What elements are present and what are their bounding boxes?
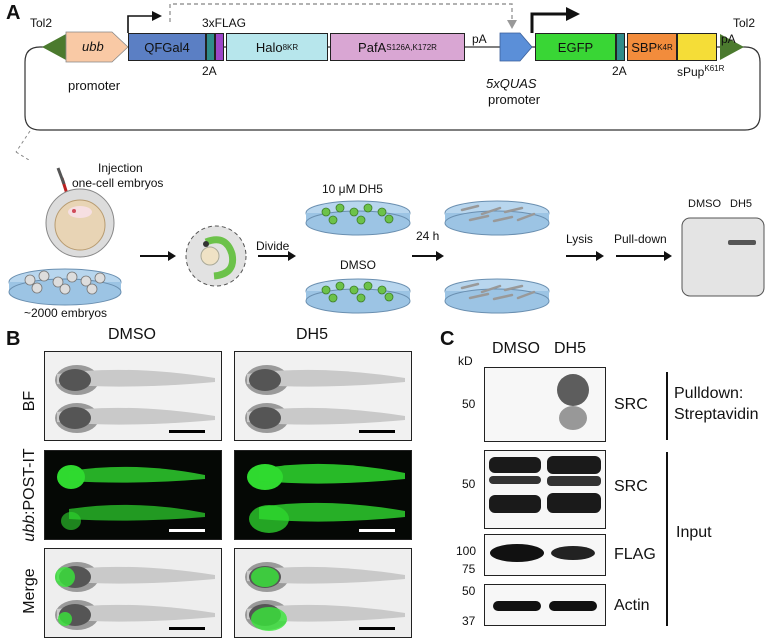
mw-100: 100: [456, 544, 476, 558]
pulldown-src-blot: [484, 367, 606, 442]
pa-label-2: pA: [721, 32, 736, 46]
divide-label: Divide: [256, 239, 289, 253]
embryos-count-label: ~2000 embryos: [24, 306, 107, 320]
mw-50-input: 50: [462, 477, 475, 491]
one-cell-label: one-cell embryos: [72, 176, 163, 190]
panel-c-col-dh5: DH5: [554, 340, 586, 358]
ubb-promoter-label: promoter: [68, 78, 120, 93]
mw-50-actin: 50: [462, 584, 475, 598]
panel-b-col-dmso: DMSO: [108, 326, 156, 344]
gel-dh5-label: DH5: [730, 198, 752, 210]
panel-c-label: C: [440, 328, 454, 351]
src-pulldown-label: SRC: [614, 396, 648, 414]
2a-segment-1: [206, 33, 215, 61]
egfp-label: EGFP: [558, 40, 593, 55]
input-bracket: [666, 452, 668, 626]
row-post-it-rest: :POST-IT: [21, 448, 38, 515]
mw-75: 75: [462, 562, 475, 576]
row-bf-label: BF: [21, 386, 39, 416]
dmso-treatment-label: DMSO: [340, 258, 376, 272]
streptavidin-label: Streptavidin: [674, 406, 759, 424]
halo-superscript: 8KR: [283, 43, 299, 52]
gel-band: [728, 240, 756, 245]
pulldown-step-label: Pull-down: [614, 232, 667, 246]
input-flag-blot: [484, 534, 606, 576]
pulldown-bracket: [666, 372, 668, 440]
gel-icon: [682, 218, 764, 296]
mw-50-pulldown: 50: [462, 397, 475, 411]
merge-dh5-image: [234, 548, 412, 638]
input-group-label: Input: [676, 524, 712, 542]
2a-segment-2: [616, 33, 625, 61]
tol2-left-icon: [42, 34, 66, 60]
panel-b-col-dh5: DH5: [296, 326, 328, 344]
quas-label: 5xQUAS: [486, 76, 537, 91]
tol2-left-label: Tol2: [30, 16, 52, 30]
actin-blot-label: Actin: [614, 597, 650, 615]
merge-dmso-image: [44, 548, 222, 638]
quas-promoter-arrow: [500, 33, 532, 61]
kd-label: kD: [458, 354, 473, 368]
input-src-blot: [484, 450, 606, 529]
flag-label: 3xFLAG: [202, 16, 246, 30]
row-post-it-label: ubb:POST-IT: [21, 437, 39, 553]
row-post-it-italic: ubb: [21, 515, 38, 542]
flag-segment: [215, 33, 224, 61]
egfp-box: EGFP: [535, 33, 616, 61]
src-input-label: SRC: [614, 478, 648, 496]
sbp-label: SBP: [631, 40, 657, 55]
post-it-dmso-image: [44, 450, 222, 540]
tol2-right-label: Tol2: [733, 16, 755, 30]
flag-blot-label: FLAG: [614, 546, 656, 564]
dh5-dose-label: 10 μM DH5: [322, 182, 383, 196]
qfgal4-label: QFGal4: [144, 40, 190, 55]
post-it-dh5-image: [234, 450, 412, 540]
quas-promoter-label: promoter: [488, 92, 540, 107]
ubb-label: ubb: [82, 39, 104, 54]
row-merge-label: Merge: [21, 566, 39, 616]
pafa-superscript: S126A,K172R: [386, 43, 437, 52]
2a-label-1: 2A: [202, 64, 217, 78]
injection-label: Injection: [98, 161, 143, 175]
pa-label-1: pA: [472, 32, 487, 46]
bf-dh5-image: [234, 351, 412, 441]
bf-dmso-image: [44, 351, 222, 441]
sbp-superscript: K4R: [657, 43, 673, 52]
gel-dmso-label: DMSO: [688, 198, 721, 210]
mw-37: 37: [462, 614, 475, 628]
time-label: 24 h: [416, 229, 439, 243]
panel-b-label: B: [6, 328, 20, 351]
halo-label: Halo: [256, 40, 283, 55]
spup-label: sPupK61R: [677, 64, 724, 79]
spup-box: [677, 33, 717, 61]
qfgal4-box: QFGal4: [128, 33, 206, 61]
2a-label-2: 2A: [612, 64, 627, 78]
input-actin-blot: [484, 584, 606, 626]
pulldown-group-label: Pulldown:: [674, 385, 743, 403]
lysis-label: Lysis: [566, 232, 593, 246]
spup-superscript: K61R: [704, 64, 724, 73]
spup-text: sPup: [677, 65, 704, 79]
panel-c-col-dmso: DMSO: [492, 340, 540, 358]
pafa-label: PafA: [358, 40, 386, 55]
